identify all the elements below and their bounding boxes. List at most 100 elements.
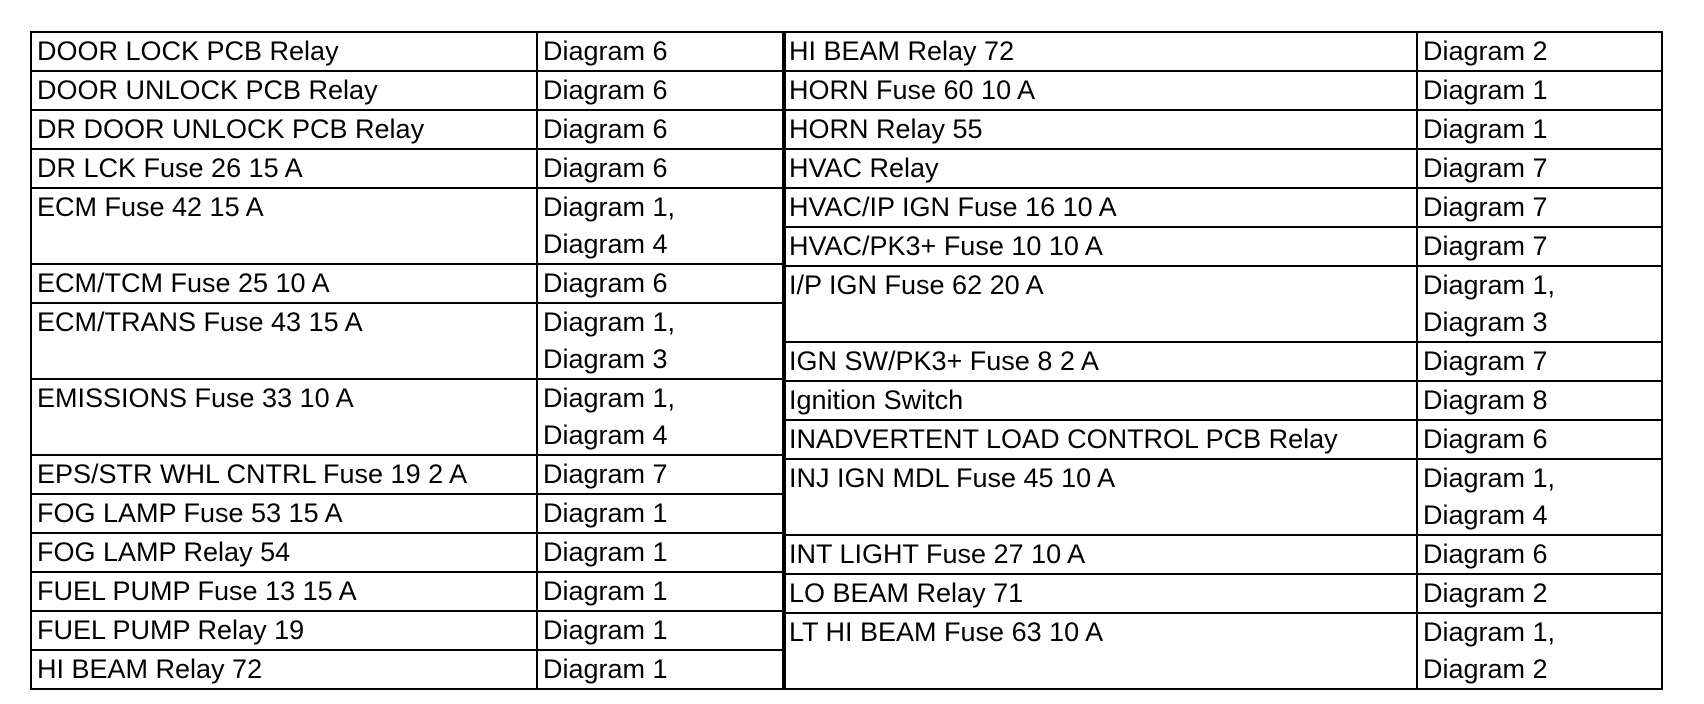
table-row: DR DOOR UNLOCK PCB Relay Diagram 6 [30, 109, 786, 150]
diagram-reference: Diagram 2 [1423, 36, 1548, 66]
diagram-reference: Diagram 1, [1423, 617, 1556, 647]
table-row: EMISSIONS Fuse 33 10 A Diagram 1, Diagra… [30, 378, 786, 456]
component-name-cell: INT LIGHT Fuse 27 10 A [782, 534, 1418, 575]
table-row: HORN Fuse 60 10 A Diagram 1 [782, 70, 1663, 111]
diagram-reference: Diagram 1 [543, 537, 668, 567]
diagram-reference-cell: Diagram 1, Diagram 2 [1416, 612, 1663, 690]
component-name-cell: DR LCK Fuse 26 15 A [30, 148, 538, 189]
table-row: DR LCK Fuse 26 15 A Diagram 6 [30, 148, 786, 189]
left-table-body: DOOR LOCK PCB Relay Diagram 6 DOOR UNLOC… [30, 31, 786, 690]
diagram-reference: Diagram 1 [543, 654, 668, 684]
component-name: INJ IGN MDL Fuse 45 10 A [789, 463, 1116, 493]
table-row: FUEL PUMP Relay 19 Diagram 1 [30, 610, 786, 651]
diagram-reference-cell: Diagram 6 [536, 263, 786, 304]
component-name: INT LIGHT Fuse 27 10 A [789, 539, 1086, 569]
diagram-reference: Diagram 8 [1423, 385, 1548, 415]
component-name-cell: HVAC Relay [782, 148, 1418, 189]
component-name: FUEL PUMP Fuse 13 15 A [37, 576, 357, 606]
diagram-reference: Diagram 4 [543, 229, 668, 259]
diagram-reference: Diagram 1, [1423, 463, 1556, 493]
table-row: EPS/STR WHL CNTRL Fuse 19 2 A Diagram 7 [30, 454, 786, 495]
diagram-reference: Diagram 6 [543, 268, 668, 298]
diagram-reference: Diagram 1, [543, 383, 676, 413]
diagram-reference-cell: Diagram 7 [1416, 226, 1663, 267]
diagram-reference: Diagram 2 [1423, 654, 1548, 684]
component-name: DOOR UNLOCK PCB Relay [37, 75, 378, 105]
diagram-reference: Diagram 7 [1423, 192, 1548, 222]
component-name-cell: FUEL PUMP Fuse 13 15 A [30, 571, 538, 612]
diagram-reference: Diagram 7 [1423, 153, 1548, 183]
diagram-reference-cell: Diagram 6 [1416, 534, 1663, 575]
table-row: HVAC/IP IGN Fuse 16 10 A Diagram 7 [782, 187, 1663, 228]
table-row: IGN SW/PK3+ Fuse 8 2 A Diagram 7 [782, 341, 1663, 382]
diagram-reference-cell: Diagram 1 [1416, 109, 1663, 150]
diagram-reference: Diagram 7 [1423, 346, 1548, 376]
component-name-cell: HI BEAM Relay 72 [30, 649, 538, 690]
diagram-reference: Diagram 7 [1423, 231, 1548, 261]
diagram-reference-cell: Diagram 7 [1416, 148, 1663, 189]
diagram-reference-cell: Diagram 1, Diagram 4 [1416, 458, 1663, 536]
component-name: ECM/TRANS Fuse 43 15 A [37, 307, 363, 337]
diagram-reference: Diagram 6 [543, 153, 668, 183]
component-name-cell: HORN Relay 55 [782, 109, 1418, 150]
diagram-reference-cell: Diagram 7 [1416, 187, 1663, 228]
diagram-reference-cell: Diagram 6 [536, 70, 786, 111]
diagram-reference: Diagram 1 [1423, 114, 1548, 144]
component-name-cell: ECM/TRANS Fuse 43 15 A [30, 302, 538, 380]
diagram-reference: Diagram 2 [1423, 578, 1548, 608]
component-name-cell: DR DOOR UNLOCK PCB Relay [30, 109, 538, 150]
table-row: DOOR UNLOCK PCB Relay Diagram 6 [30, 70, 786, 111]
diagram-reference: Diagram 1 [543, 576, 668, 606]
component-name: EMISSIONS Fuse 33 10 A [37, 383, 354, 413]
component-name: Ignition Switch [789, 385, 964, 415]
table-row: INADVERTENT LOAD CONTROL PCB Relay Diagr… [782, 419, 1663, 460]
component-name: LT HI BEAM Fuse 63 10 A [789, 617, 1104, 647]
component-name: FUEL PUMP Relay 19 [37, 615, 305, 645]
diagram-reference: Diagram 1, [1423, 270, 1556, 300]
table-row: DOOR LOCK PCB Relay Diagram 6 [30, 31, 786, 72]
component-name: I/P IGN Fuse 62 20 A [789, 270, 1044, 300]
diagram-reference: Diagram 6 [1423, 539, 1548, 569]
diagram-reference-cell: Diagram 1 [536, 610, 786, 651]
diagram-reference-cell: Diagram 1, Diagram 4 [536, 187, 786, 265]
table-row: I/P IGN Fuse 62 20 A Diagram 1, Diagram … [782, 265, 1663, 343]
diagram-reference-cell: Diagram 6 [1416, 419, 1663, 460]
diagram-reference: Diagram 1 [543, 498, 668, 528]
component-name-cell: HVAC/PK3+ Fuse 10 10 A [782, 226, 1418, 267]
diagram-reference-cell: Diagram 1 [536, 649, 786, 690]
diagram-reference-cell: Diagram 7 [536, 454, 786, 495]
component-name-cell: FOG LAMP Fuse 53 15 A [30, 493, 538, 534]
diagram-reference-cell: Diagram 6 [536, 109, 786, 150]
component-name: HVAC/IP IGN Fuse 16 10 A [789, 192, 1117, 222]
component-name-cell: ECM Fuse 42 15 A [30, 187, 538, 265]
diagram-reference: Diagram 6 [543, 114, 668, 144]
component-name-cell: EMISSIONS Fuse 33 10 A [30, 378, 538, 456]
table-row: ECM/TCM Fuse 25 10 A Diagram 6 [30, 263, 786, 304]
component-name: FOG LAMP Relay 54 [37, 537, 291, 567]
diagram-reference-cell: Diagram 1 [536, 493, 786, 534]
diagram-reference-cell: Diagram 1, Diagram 4 [536, 378, 786, 456]
component-name: IGN SW/PK3+ Fuse 8 2 A [789, 346, 1099, 376]
component-name-cell: INADVERTENT LOAD CONTROL PCB Relay [782, 419, 1418, 460]
component-name: DOOR LOCK PCB Relay [37, 36, 339, 66]
component-name-cell: ECM/TCM Fuse 25 10 A [30, 263, 538, 304]
component-name: HVAC Relay [789, 153, 939, 183]
diagram-reference-cell: Diagram 8 [1416, 380, 1663, 421]
diagram-reference-cell: Diagram 1 [1416, 70, 1663, 111]
component-name: HI BEAM Relay 72 [37, 654, 263, 684]
component-name-cell: HORN Fuse 60 10 A [782, 70, 1418, 111]
component-index-right: HI BEAM Relay 72 Diagram 2 HORN Fuse 60 … [782, 31, 1663, 690]
component-name-cell: LO BEAM Relay 71 [782, 573, 1418, 614]
component-name: ECM/TCM Fuse 25 10 A [37, 268, 330, 298]
diagram-reference-cell: Diagram 1 [536, 532, 786, 573]
component-name: LO BEAM Relay 71 [789, 578, 1024, 608]
component-name: EPS/STR WHL CNTRL Fuse 19 2 A [37, 459, 468, 489]
diagram-reference-cell: Diagram 1, Diagram 3 [536, 302, 786, 380]
table-row: HVAC/PK3+ Fuse 10 10 A Diagram 7 [782, 226, 1663, 267]
component-name-cell: DOOR LOCK PCB Relay [30, 31, 538, 72]
component-index-table-left: DOOR LOCK PCB Relay Diagram 6 DOOR UNLOC… [30, 31, 786, 690]
component-name: ECM Fuse 42 15 A [37, 192, 264, 222]
component-name: HORN Relay 55 [789, 114, 983, 144]
table-row: Ignition Switch Diagram 8 [782, 380, 1663, 421]
component-name-cell: Ignition Switch [782, 380, 1418, 421]
